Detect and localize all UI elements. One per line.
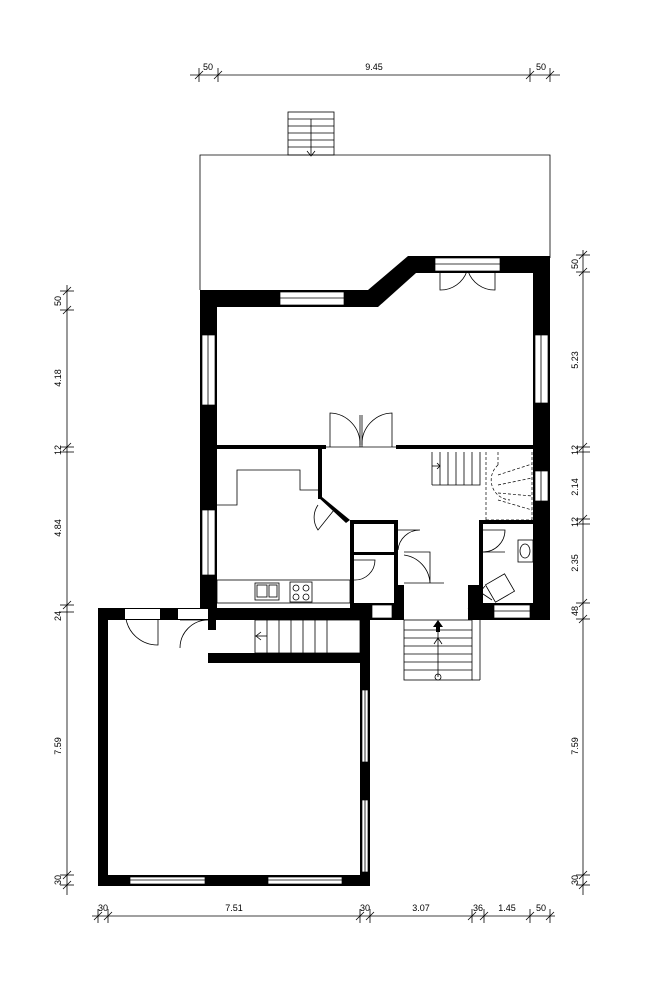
dim-left-0: 50: [53, 296, 63, 306]
dim-bottom-4: 36: [473, 903, 483, 913]
dim-left-2: 12: [53, 445, 63, 455]
window-right-living: [534, 334, 549, 404]
dim-right-8: 30: [570, 875, 580, 885]
terrace-stairs: [287, 111, 335, 157]
dim-bottom-3: 3.07: [412, 903, 430, 913]
dim-top-right-wall: 50: [536, 62, 546, 72]
window-left-living: [201, 334, 216, 406]
kitchen-door: [313, 504, 335, 531]
bathroom: [479, 529, 534, 603]
window-right-stair: [534, 470, 549, 502]
dim-left-6: 30: [53, 875, 63, 885]
dim-left-3: 4.84: [53, 519, 63, 537]
dim-right-2: 12: [570, 445, 580, 455]
dim-bottom-6: 50: [536, 903, 546, 913]
cooktop-icon: [289, 581, 313, 603]
window-bottom-closet: [371, 604, 393, 619]
garage-openings: [125, 609, 369, 885]
house-walls: [200, 256, 550, 620]
dim-top-span: 9.45: [365, 62, 383, 72]
dim-bottom-1: 7.51: [225, 903, 243, 913]
dim-right-3: 2.14: [570, 478, 580, 496]
dim-top-left-wall: 50: [203, 62, 213, 72]
dimension-lines: [60, 68, 590, 923]
terrace: [199, 154, 551, 290]
terrace-door: [434, 257, 501, 291]
toilet-icon: [484, 573, 516, 603]
hall-stairs: [431, 452, 533, 521]
window-garage-bottom-right: [267, 876, 343, 885]
dim-right-6: 48: [570, 606, 580, 616]
dim-left-4: 24: [53, 611, 63, 621]
entrance-stairs: [403, 607, 481, 681]
sink-icon: [517, 539, 534, 563]
entrance-arrow-icon: [433, 620, 443, 632]
dim-left-1: 4.18: [53, 369, 63, 387]
dim-right-7: 7.59: [570, 737, 580, 755]
dim-bottom-0: 30: [98, 903, 108, 913]
dim-bottom-5: 1.45: [498, 903, 516, 913]
window-garage-bottom-left: [129, 876, 206, 885]
dim-left-5: 7.59: [53, 737, 63, 755]
living-double-door: [326, 412, 396, 452]
house-windows: [201, 291, 549, 619]
kitchen-sink-icon: [254, 582, 280, 601]
kitchen: [216, 469, 351, 604]
window-top-living: [279, 291, 345, 306]
window-bottom-bath: [493, 604, 531, 619]
window-left-kitchen: [201, 509, 216, 576]
dim-right-0: 50: [570, 259, 580, 269]
dim-bottom-2: 30: [360, 903, 370, 913]
closet-doors: [353, 529, 444, 584]
garage-stairs: [254, 619, 361, 654]
dim-right-1: 5.23: [570, 351, 580, 369]
garage-walls: [98, 608, 370, 886]
dimension-labels: 50 9.45 50 50 4.18 12 4.84 24 7.59 30 50…: [53, 62, 580, 913]
dim-right-5: 2.35: [570, 554, 580, 572]
dim-right-4: 12: [570, 517, 580, 527]
